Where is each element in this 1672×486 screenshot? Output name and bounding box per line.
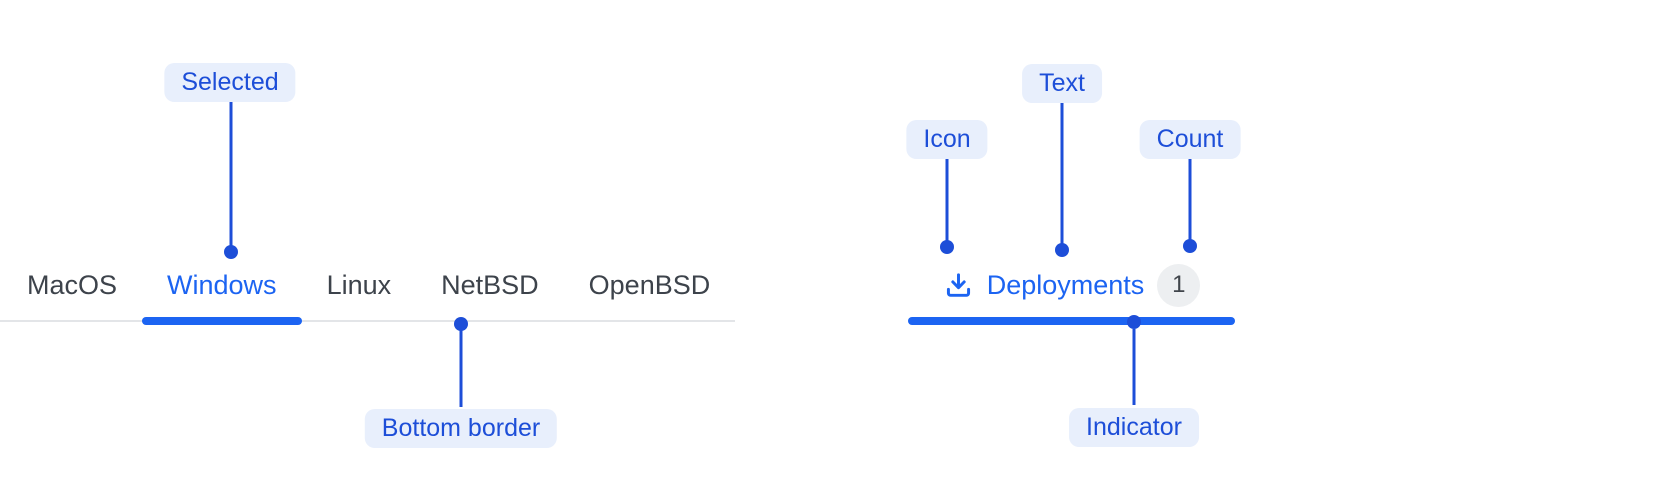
tab-linux[interactable]: Linux <box>302 250 417 320</box>
annotation-icon-line <box>945 159 949 242</box>
download-icon <box>946 272 970 297</box>
annotation-indicator-dot <box>1127 315 1141 329</box>
selected-tab-bottom-border <box>142 317 302 325</box>
tab-label: MacOS <box>27 270 118 300</box>
count-badge: 1 <box>1157 263 1201 307</box>
os-tab-bar: MacOS Windows Linux NetBSD OpenBSD <box>0 250 736 325</box>
tab-netbsd[interactable]: NetBSD <box>416 250 564 320</box>
annotation-icon-dot <box>940 240 954 254</box>
annotation-icon-label: Icon <box>906 120 988 159</box>
tab-windows-selected[interactable]: Windows <box>142 250 302 325</box>
annotation-selected-dot <box>224 245 238 259</box>
annotation-text-line <box>1060 103 1064 245</box>
tab-macos[interactable]: MacOS <box>2 250 142 320</box>
selected-tab-indicator <box>908 317 1235 325</box>
annotation-text-dot <box>1055 243 1069 257</box>
annotation-selected-label: Selected <box>164 63 296 102</box>
tab-label: OpenBSD <box>588 270 711 300</box>
annotation-count-dot <box>1183 239 1197 253</box>
annotation-indicator-line <box>1132 329 1136 405</box>
annotation-count-line <box>1188 159 1192 241</box>
deployments-tab-label: Deployments <box>986 269 1145 300</box>
annotation-bottom-border-line <box>459 330 463 407</box>
tab-label: NetBSD <box>441 270 539 300</box>
annotation-indicator-label: Indicator <box>1069 408 1199 447</box>
annotation-text-label: Text <box>1022 64 1102 103</box>
annotation-selected-line <box>229 102 233 247</box>
tab-label: Linux <box>326 270 392 300</box>
tab-label: Windows <box>167 270 277 300</box>
annotation-bottom-border-dot <box>454 317 468 331</box>
tab-openbsd[interactable]: OpenBSD <box>564 250 736 320</box>
deployments-tab[interactable]: Deployments 1 <box>908 250 1235 325</box>
annotation-count-label: Count <box>1139 120 1241 159</box>
annotation-bottom-border-label: Bottom border <box>364 409 558 448</box>
